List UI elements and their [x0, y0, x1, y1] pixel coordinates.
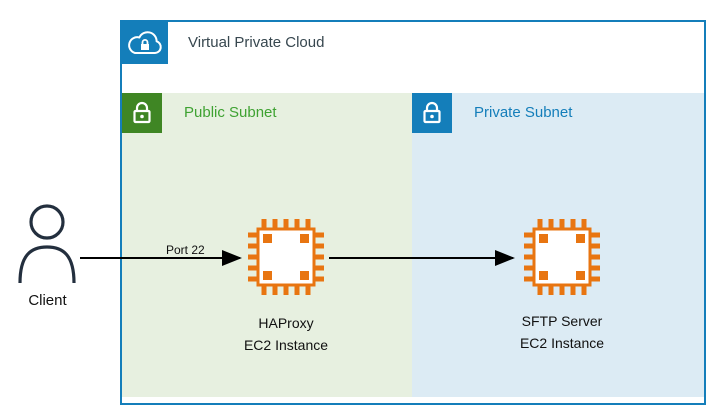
- client-label: Client: [28, 292, 67, 309]
- haproxy-type: EC2 Instance: [243, 337, 329, 353]
- private-subnet-lock-icon: [412, 93, 452, 133]
- port-22-label: Port 22: [166, 243, 205, 257]
- vpc-label: Virtual Private Cloud: [188, 34, 325, 51]
- sftp-label: SFTP Server EC2 Instance: [492, 310, 632, 354]
- vpc-cloud-lock-icon: [122, 22, 168, 64]
- client-person-icon: [15, 203, 79, 285]
- public-subnet-label: Public Subnet: [184, 104, 277, 121]
- haproxy-name: HAProxy: [258, 315, 314, 331]
- public-subnet-lock-icon: [122, 93, 162, 133]
- sftp-ec2-icon: [523, 218, 601, 296]
- sftp-type: EC2 Instance: [519, 335, 605, 351]
- haproxy-ec2-icon: [247, 218, 325, 296]
- haproxy-label: HAProxy EC2 Instance: [216, 312, 356, 356]
- sftp-name: SFTP Server: [521, 313, 603, 329]
- private-subnet-label: Private Subnet: [474, 104, 573, 121]
